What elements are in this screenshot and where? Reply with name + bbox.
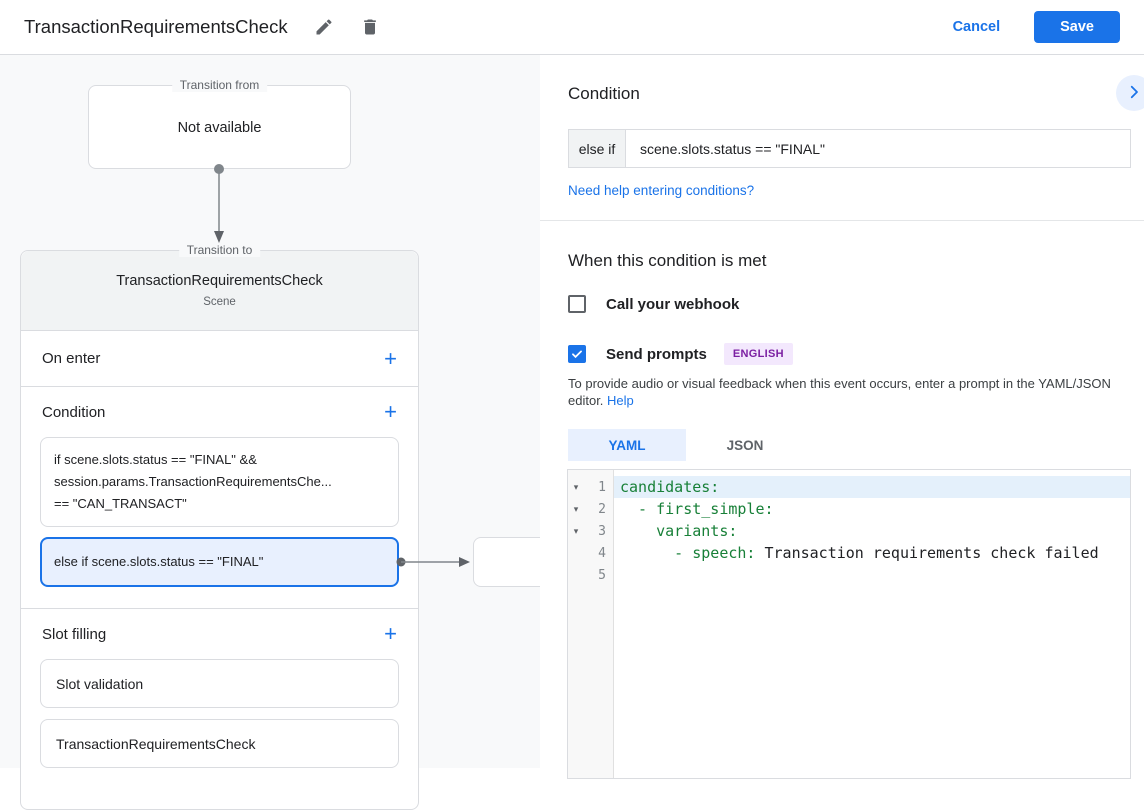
fold-toggle-icon[interactable]: ▾ — [573, 525, 579, 536]
scene-name: TransactionRequirementsCheck — [116, 273, 323, 289]
gutter-row: ▾2 — [568, 498, 613, 520]
condition-item-selected[interactable]: else if scene.slots.status == "FINAL" — [40, 537, 399, 587]
code-line[interactable] — [614, 564, 1130, 586]
webhook-row: Call your webhook — [568, 295, 739, 313]
code-token: Transaction requirements check failed — [755, 544, 1099, 562]
slot-item[interactable]: Slot validation — [40, 659, 399, 708]
code-token: - speech: — [620, 544, 756, 562]
panel-divider — [540, 220, 1144, 221]
hint-sentence: To provide audio or visual feedback when… — [568, 376, 1111, 408]
condition-expression-input[interactable] — [626, 129, 1131, 168]
condition-section: Condition + if scene.slots.status == "FI… — [21, 387, 418, 609]
condition-editor-panel: Condition else if Need help entering con… — [540, 55, 1144, 779]
on-enter-section: On enter + — [21, 331, 418, 387]
edit-icon[interactable] — [314, 17, 334, 37]
checkmark-icon — [572, 350, 582, 359]
editor-code[interactable]: candidates: - first_simple: variants: - … — [614, 470, 1130, 778]
code-line[interactable]: - first_simple: — [614, 498, 1130, 520]
line-number: 1 — [598, 479, 606, 495]
tab-yaml[interactable]: YAML — [568, 429, 686, 461]
condition-transition-arrow — [396, 557, 470, 567]
hint-help-link[interactable]: Help — [607, 392, 634, 408]
delete-icon[interactable] — [360, 17, 380, 37]
cancel-button[interactable]: Cancel — [952, 19, 1001, 35]
gutter-row: 5 — [568, 564, 613, 586]
code-token: - first_simple: — [620, 500, 774, 518]
page-title: TransactionRequirementsCheck — [24, 16, 288, 37]
collapse-panel-button[interactable] — [1116, 75, 1144, 111]
code-token: variants: — [620, 522, 738, 540]
gutter-row: ▾3 — [568, 520, 613, 542]
condition-item[interactable]: if scene.slots.status == "FINAL" && sess… — [40, 437, 399, 527]
transition-from-label: Transition from — [171, 78, 268, 92]
line-number: 3 — [598, 523, 606, 539]
on-enter-label: On enter — [42, 350, 101, 367]
top-bar: TransactionRequirementsCheck Cancel Save — [0, 0, 1144, 55]
webhook-checkbox[interactable] — [568, 295, 586, 313]
when-met-title: When this condition is met — [568, 251, 767, 270]
slot-item[interactable]: TransactionRequirementsCheck — [40, 719, 399, 768]
gutter-row: 4 — [568, 542, 613, 564]
send-prompts-checkbox[interactable] — [568, 345, 586, 363]
code-token: candidates: — [620, 478, 720, 496]
prompt-hint-text: To provide audio or visual feedback when… — [568, 376, 1144, 409]
webhook-label: Call your webhook — [606, 295, 740, 313]
condition-input-group: else if — [568, 129, 1131, 168]
fold-toggle-icon[interactable]: ▾ — [573, 503, 579, 514]
transition-target-node[interactable] — [473, 537, 553, 587]
add-on-enter-button[interactable]: + — [384, 345, 397, 371]
scene-node[interactable]: Transition to TransactionRequirementsChe… — [20, 243, 419, 810]
transition-from-node[interactable]: Transition from Not available — [88, 78, 351, 169]
slot-filling-section: Slot filling + Slot validation Transacti… — [21, 609, 418, 768]
transition-arrow-down — [214, 164, 224, 243]
line-number: 2 — [598, 501, 606, 517]
code-line[interactable]: candidates: — [614, 476, 1130, 498]
transition-to-label: Transition to — [178, 243, 261, 257]
editor-tabs: YAML JSON — [568, 429, 804, 461]
fold-toggle-icon[interactable]: ▾ — [573, 481, 579, 492]
line-number: 5 — [598, 567, 606, 583]
condition-prefix-label: else if — [568, 129, 626, 168]
tab-json[interactable]: JSON — [726, 437, 764, 453]
transition-from-content: Not available — [177, 120, 262, 136]
send-prompts-row: Send prompts ENGLISH — [568, 343, 793, 365]
gutter-row: ▾1 — [568, 476, 613, 498]
scene-type-label: Scene — [203, 296, 236, 308]
panel-title: Condition — [568, 84, 640, 103]
scene-header: TransactionRequirementsCheck Scene — [21, 251, 418, 331]
line-number: 4 — [598, 545, 606, 561]
send-prompts-label: Send prompts — [606, 345, 707, 363]
language-badge: ENGLISH — [723, 343, 793, 365]
save-button[interactable]: Save — [1034, 11, 1120, 43]
chevron-right-icon — [1125, 83, 1143, 104]
conditions-help-link[interactable]: Need help entering conditions? — [568, 183, 755, 198]
add-slot-button[interactable]: + — [384, 621, 397, 646]
code-line[interactable]: - speech: Transaction requirements check… — [614, 542, 1130, 564]
condition-section-label: Condition — [42, 403, 106, 421]
add-condition-button[interactable]: + — [384, 399, 397, 424]
slot-filling-label: Slot filling — [42, 625, 107, 643]
code-line[interactable]: variants: — [614, 520, 1130, 542]
